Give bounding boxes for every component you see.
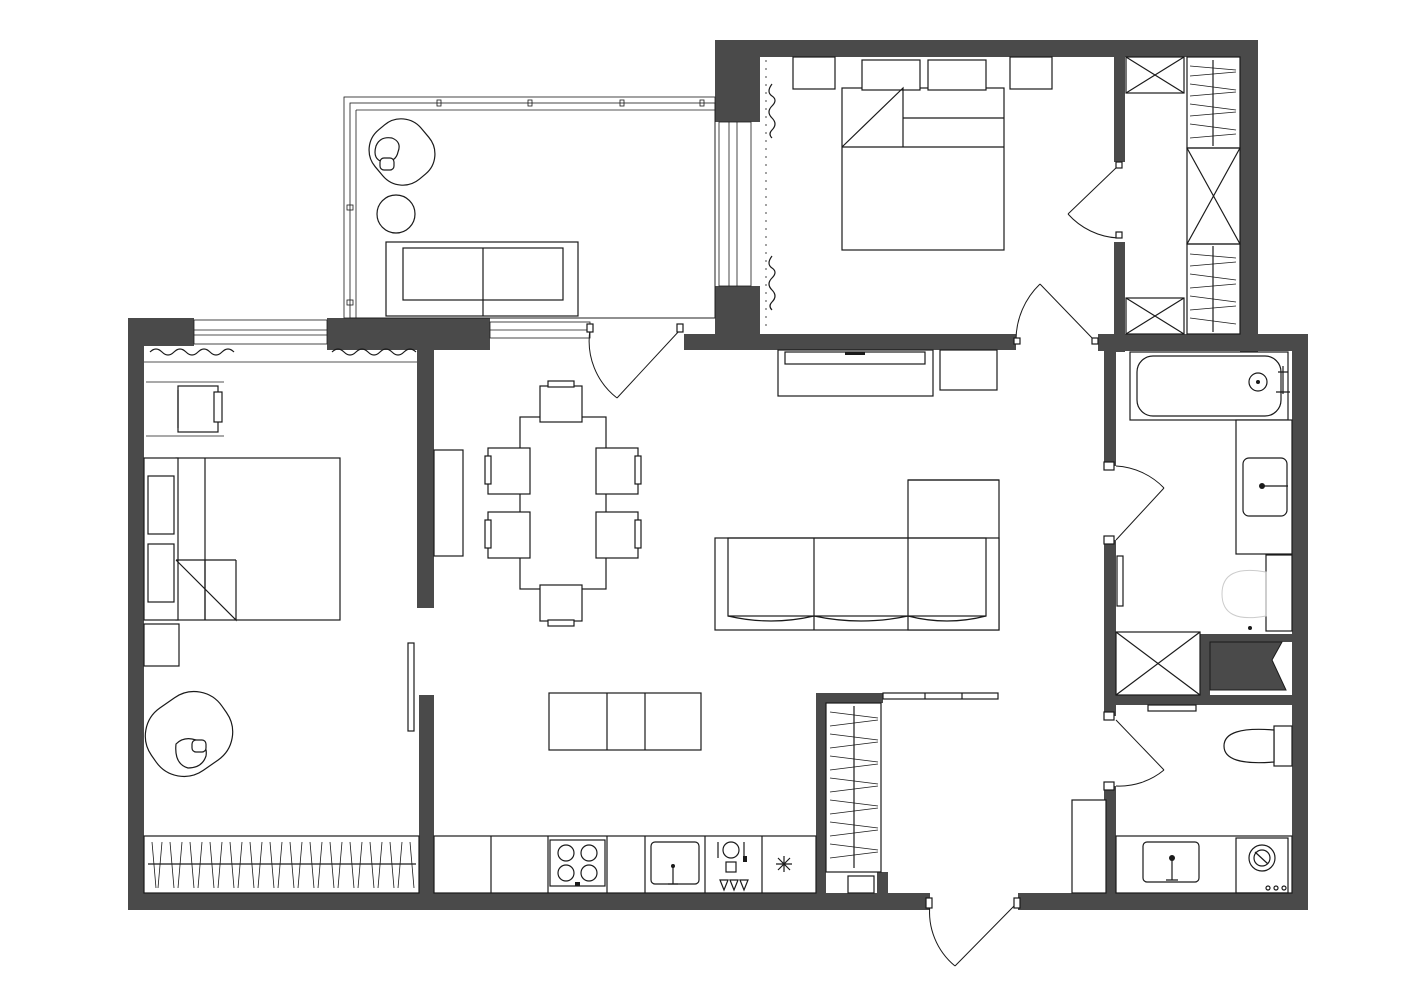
armchair-icon — [368, 118, 436, 186]
wall-bath-west-upper — [1104, 351, 1116, 466]
wall-bath-north — [1098, 334, 1308, 351]
wall-bath-west-middle — [1104, 540, 1116, 716]
wall-bath-west-lower — [1104, 786, 1116, 893]
curtain-icon — [768, 255, 776, 311]
wardrobe-icon — [143, 835, 420, 894]
curtain-icon — [331, 348, 417, 356]
door-icon — [1103, 461, 1165, 607]
wall-shaft-north — [1200, 634, 1292, 642]
wall-bath-wc-divider — [1116, 695, 1292, 705]
wc — [1071, 704, 1293, 894]
bedroom — [143, 348, 420, 894]
armchair-icon — [144, 690, 234, 778]
wall-master-south — [684, 334, 1016, 350]
wall-west — [128, 318, 144, 910]
master-bedroom — [765, 56, 1099, 397]
door-icon — [1013, 283, 1099, 345]
wall-south-right — [1018, 893, 1308, 910]
dining-chair-icon — [484, 380, 642, 627]
wall-partition-upper — [417, 346, 434, 608]
curtain-icon — [768, 83, 776, 139]
nightstand-icon — [143, 623, 180, 667]
walk-in-closet — [1067, 56, 1241, 335]
sliding-door-icon — [407, 642, 415, 732]
toilet-icon — [1221, 554, 1293, 632]
sink-icon — [1142, 841, 1200, 883]
walls — [128, 40, 1308, 910]
hanging-rail-icon — [1186, 243, 1241, 335]
toilet-icon — [1223, 725, 1293, 767]
tv-unit-icon — [777, 349, 998, 397]
washing-machine-icon — [1235, 837, 1289, 894]
wall-north-middle — [327, 318, 490, 350]
windows — [193, 121, 752, 345]
wall-closet-lower — [1114, 242, 1125, 352]
nightstand-icon — [1009, 56, 1053, 90]
dining-table-icon — [519, 416, 607, 590]
wall-master-north — [715, 40, 1258, 57]
entrance-door-icon — [925, 897, 1021, 967]
door-icon — [1067, 161, 1123, 239]
shaft-icon — [1209, 641, 1287, 691]
wall-closet-entry-post — [877, 872, 888, 893]
wall-master-pillar-top — [715, 40, 760, 122]
entry-closet — [825, 692, 999, 894]
fridge-icon — [776, 856, 792, 872]
door-icon — [586, 323, 684, 399]
island-icon — [548, 692, 702, 751]
sliding-door-icon — [882, 692, 999, 700]
sink-icon — [1235, 419, 1293, 555]
hangers — [1189, 65, 1237, 325]
window-master — [718, 121, 752, 287]
living-kitchen — [433, 323, 1021, 967]
corner-sofa-icon — [714, 479, 1000, 631]
wall-north-left — [128, 318, 194, 346]
shower-icon — [1115, 631, 1201, 696]
wall-shaft-west — [1200, 634, 1210, 695]
desk-chair-icon — [146, 381, 224, 437]
kitchen-counter-icon — [433, 835, 817, 894]
closet-icon — [1071, 799, 1107, 894]
dishwasher-icon — [717, 841, 749, 892]
curtain-icon — [149, 348, 235, 356]
wall-closet-upper — [1114, 57, 1125, 162]
balcony — [343, 96, 716, 319]
wall-master-east — [1240, 40, 1258, 352]
round-table-icon — [376, 194, 416, 234]
counter-icon — [1115, 835, 1293, 894]
wall-partition-lower — [419, 695, 434, 893]
double-bed-icon — [841, 59, 1005, 251]
bathtub-icon — [1129, 351, 1290, 421]
wall-south-left — [128, 893, 930, 910]
door-icon — [1103, 711, 1165, 791]
double-bed-icon — [143, 457, 341, 622]
sofa-icon — [385, 241, 579, 317]
wall-closet-entry-north — [816, 693, 883, 703]
cooktop-icon — [549, 839, 606, 887]
wall-closet-entry-west — [816, 693, 826, 893]
hanging-rail-icon — [1186, 56, 1241, 149]
nightstand-icon — [792, 56, 836, 90]
sideboard-icon — [433, 449, 464, 557]
balcony-railing-inner — [349, 102, 716, 319]
sink-icon — [650, 841, 700, 885]
wall-east — [1292, 334, 1308, 910]
bathroom — [1103, 351, 1293, 696]
window-bedroom — [193, 319, 328, 345]
